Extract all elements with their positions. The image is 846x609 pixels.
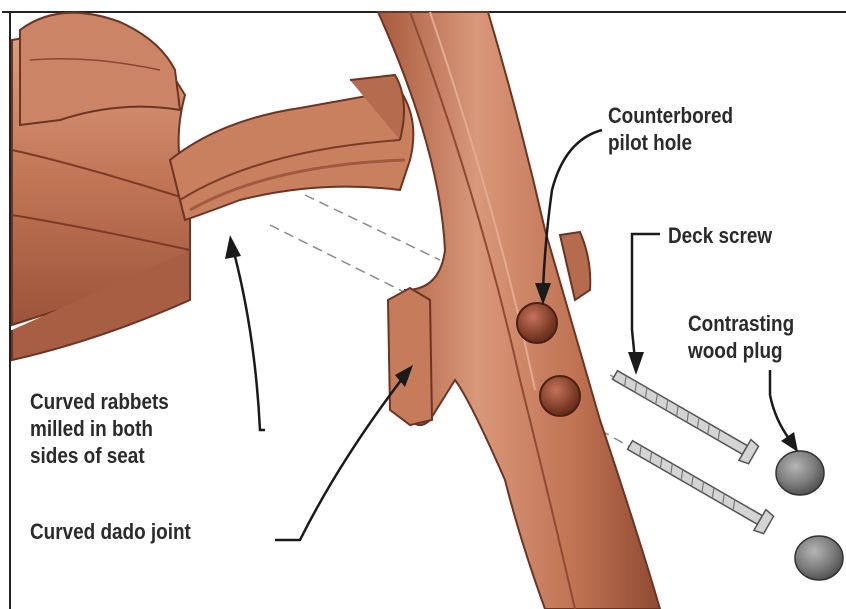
rabbets-label-line-2: milled in both	[30, 415, 169, 442]
curved-rabbets-label: Curved rabbets milled in both sides of s…	[30, 388, 169, 469]
deck-screw-label-line-1: Deck screw	[668, 222, 772, 249]
seat-assembly	[12, 13, 413, 360]
deck-screw-label: Deck screw	[668, 222, 772, 249]
wood-plugs	[776, 451, 843, 580]
wood-plug-label-line-2: wood plug	[688, 337, 794, 364]
counterbored-pilot-hole-label: Counterbored pilot hole	[608, 102, 733, 156]
counterbored-label-line-1: Counterbored	[608, 102, 733, 129]
dado-label-line-1: Curved dado joint	[30, 518, 191, 545]
wood-plug-label-line-1: Contrasting	[688, 310, 794, 337]
curved-dado-joint-label: Curved dado joint	[30, 518, 191, 545]
wood-plug-label: Contrasting wood plug	[688, 310, 794, 364]
rabbets-label-line-3: sides of seat	[30, 442, 169, 469]
rabbets-label-line-1: Curved rabbets	[30, 388, 169, 415]
deck-screws	[609, 365, 775, 536]
counterbored-label-line-2: pilot hole	[608, 129, 733, 156]
